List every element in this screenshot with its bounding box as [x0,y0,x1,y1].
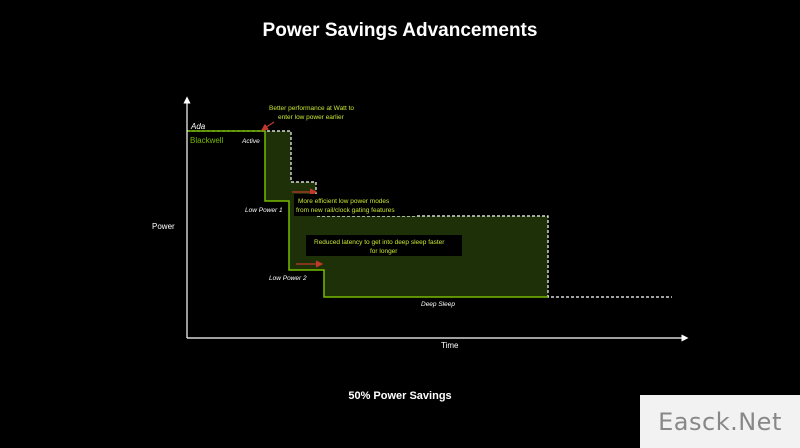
annotation-modes-line2: from new rail/clock gating features [296,207,395,214]
modes-annotation-bg [294,194,416,216]
state-low-power-1-label: Low Power 1 [245,207,283,214]
watermark-logo: Easck.Net [640,395,800,448]
watermark-text: Easck.Net [658,407,782,436]
latency-annotation-bg [306,235,462,256]
annotation-modes-line1: More efficient low power modes [298,198,390,205]
state-deep-sleep-label: Deep Sleep [421,301,455,308]
footer-summary: 50% Power Savings [348,390,452,402]
y-axis-label: Power [152,222,175,231]
annotation-latency-line1: Reduced latency to get into deep sleep f… [314,239,445,246]
slide-title: Power Savings Advancements [262,20,538,41]
perf-arrow [261,121,275,131]
state-active-label: Active [241,138,260,145]
annotation-perf-line2: enter low power earlier [278,114,345,121]
annotation-latency-line2: for longer [370,248,398,255]
annotation-perf-line1: Better performance at Watt to [269,105,354,112]
x-axis-label: Time [441,341,459,350]
blackwell-line [187,130,548,298]
legend-ada: Ada [190,122,206,131]
state-low-power-2-label: Low Power 2 [269,275,307,282]
legend-blackwell: Blackwell [190,136,224,145]
